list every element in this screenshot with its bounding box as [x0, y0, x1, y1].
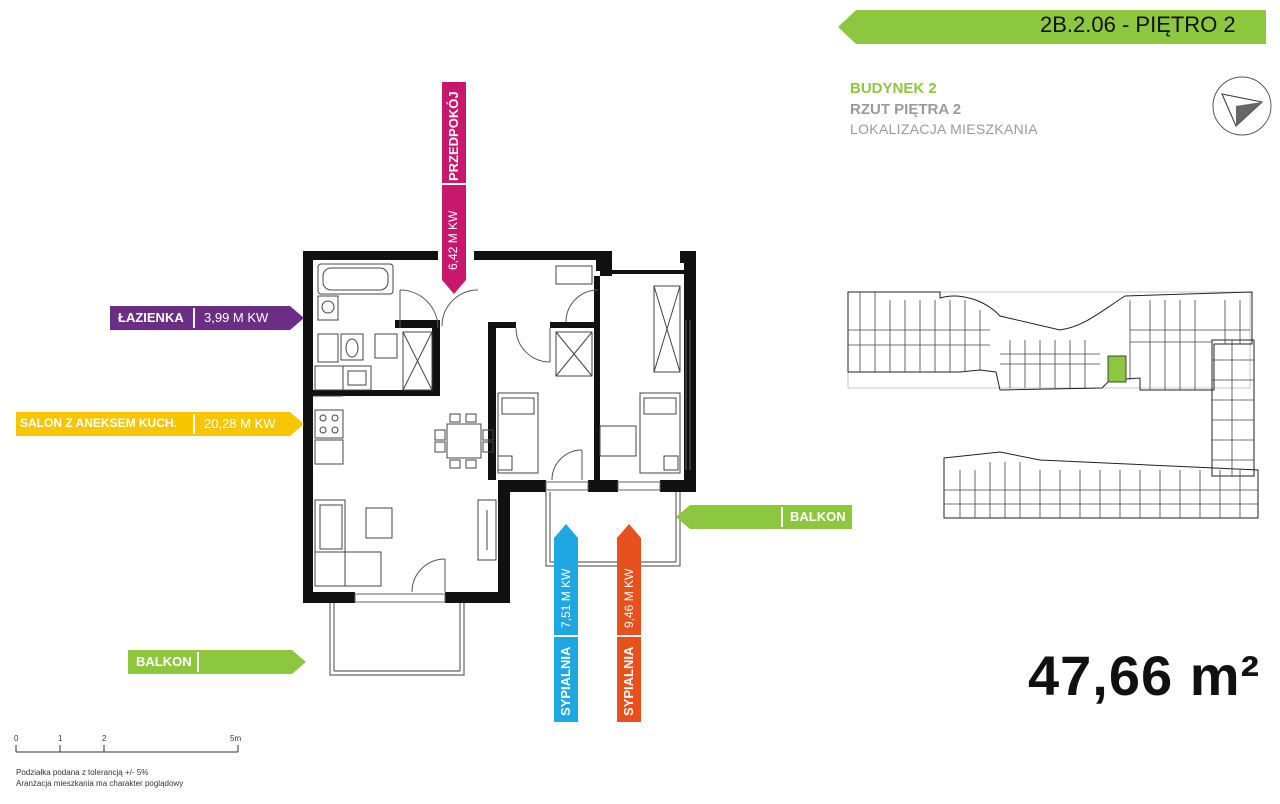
north-compass-icon — [1212, 76, 1272, 136]
sypialnia1-name: SYPIALNIA — [558, 646, 573, 716]
balkon-left-name: BALKON — [136, 654, 192, 669]
plan-name: RZUT PIĘTRA 2 — [850, 101, 962, 118]
locator-label: LOKALIZACJA MIESZKANIA — [850, 121, 1038, 137]
balkon-right-name: BALKON — [790, 509, 846, 524]
total-area: 47,66 m² — [1028, 644, 1261, 707]
sypialnia2-label-shape — [617, 524, 641, 722]
sypialnia2-name: SYPIALNIA — [621, 646, 636, 716]
building-name: BUDYNEK 2 — [850, 80, 937, 97]
scale-tick-5m: 5m — [230, 734, 242, 743]
salon-name: SALON Z ANEKSEM KUCH. — [20, 416, 177, 430]
sypialnia1-label-shape — [554, 524, 578, 722]
scale-tick-0: 0 — [14, 734, 19, 743]
scale-note-arrangement: Aranżacja mieszkania ma charakter pogląd… — [16, 779, 184, 788]
przedpokoj-name: PRZEDPOKÓJ — [446, 91, 461, 181]
przedpokoj-label-shape — [442, 82, 466, 294]
salon-area: 20,28 M KW — [204, 416, 276, 431]
lazienka-name: ŁAZIENKA — [118, 310, 184, 325]
sypialnia1-area: 7,51 M KW — [559, 568, 573, 628]
przedpokoj-area: 6,42 M KW — [446, 210, 460, 270]
scale-tick-1: 1 — [58, 734, 63, 743]
scale-note-tolerance: Podziałka podana z tolerancją +/- 5% — [16, 768, 149, 777]
unit-header: 2B.2.06 - PIĘTRO 2 — [1040, 12, 1236, 38]
header-banner — [838, 10, 1266, 44]
apartment-plan — [303, 251, 696, 676]
salon-label-shape — [16, 412, 304, 436]
building-key-plan — [847, 291, 1259, 519]
lazienka-label-shape — [110, 306, 304, 330]
scale-tick-2: 2 — [102, 734, 107, 743]
unit-code: 2B.2.06 — [1040, 12, 1116, 37]
sypialnia2-area: 9,46 M KW — [622, 568, 636, 628]
balkon-left-label-shape — [128, 650, 306, 674]
scale-bar — [15, 745, 239, 753]
balkon-right-label-shape — [676, 505, 852, 529]
highlighted-unit — [1107, 355, 1127, 383]
floor-label: - PIĘTRO 2 — [1121, 12, 1236, 37]
lazienka-area: 3,99 M KW — [204, 310, 269, 325]
